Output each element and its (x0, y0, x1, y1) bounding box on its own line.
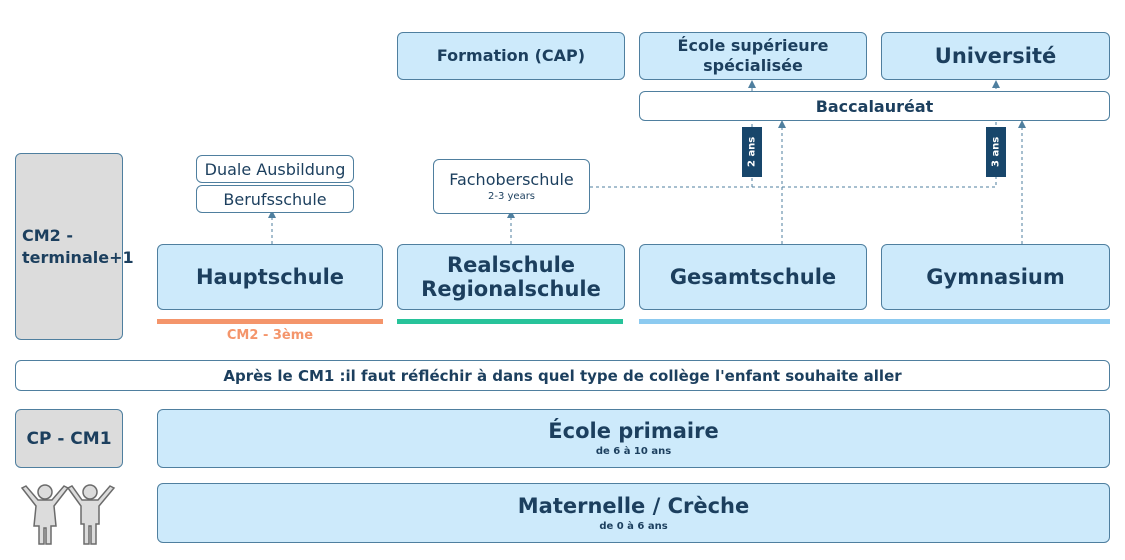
baccalaureat-label: Baccalauréat (815, 96, 934, 116)
green-bar (397, 319, 623, 324)
maternelle-sub: de 0 à 6 ans (599, 520, 668, 532)
baccalaureat-box: Baccalauréat (639, 91, 1110, 121)
hauptschule-label: Hauptschule (195, 265, 345, 289)
fachoberschule-box: Fachoberschule 2-3 years (433, 159, 590, 214)
tag-3-ans-label: 3 ans (990, 136, 1002, 168)
duale-ausbildung-label: Duale Ausbildung (204, 159, 346, 179)
cp-cm1-label: CP - CM1 (26, 428, 112, 449)
duale-ausbildung-box: Duale Ausbildung (196, 155, 354, 183)
realschule-label: Realschule Regionalschule (421, 253, 601, 301)
fachoberschule-label: Fachoberschule (449, 170, 574, 189)
maternelle-title: Maternelle / Crèche (517, 493, 750, 518)
tag-2-ans-label: 2 ans (746, 136, 758, 168)
cm2-3eme-label: CM2 - 3ème (226, 328, 314, 343)
berufsschule-box: Berufsschule (196, 185, 354, 213)
cm2-terminale-label-box: CM2 - terminale+1 (15, 153, 134, 340)
universite-box: Université (881, 32, 1110, 80)
gymnasium-label: Gymnasium (926, 265, 1065, 289)
orange-bar (157, 319, 383, 324)
ecole-primaire-sub: de 6 à 10 ans (595, 446, 672, 457)
ecole-superieure-box: École supérieure spécialisée (639, 32, 867, 80)
berufsschule-label: Berufsschule (223, 189, 327, 209)
universite-label: Université (934, 44, 1057, 68)
children-icon (18, 482, 122, 546)
cm1-banner-text: Après le CM1 :il faut réfléchir à dans q… (223, 366, 902, 385)
formation-cap-label: Formation (CAP) (436, 46, 586, 65)
maternelle-box: Maternelle / Crèche de 0 à 6 ans (157, 483, 1110, 543)
cp-cm1-label-box: CP - CM1 (15, 409, 123, 468)
gesamtschule-label: Gesamtschule (669, 265, 837, 289)
gymnasium-box: Gymnasium (881, 244, 1110, 310)
hauptschule-box: Hauptschule (157, 244, 383, 310)
tag-2-ans: 2 ans (742, 127, 762, 177)
ecole-primaire-title: École primaire (548, 419, 719, 443)
ecole-primaire-box: École primaire de 6 à 10 ans (157, 409, 1110, 468)
ecole-superieure-label: École supérieure spécialisée (677, 36, 829, 75)
cm1-banner: Après le CM1 :il faut réfléchir à dans q… (15, 360, 1110, 391)
cm2-terminale-label: CM2 - terminale+1 (22, 225, 134, 267)
realschule-box: Realschule Regionalschule (397, 244, 625, 310)
tag-3-ans: 3 ans (986, 127, 1006, 177)
gesamtschule-box: Gesamtschule (639, 244, 867, 310)
formation-cap-box: Formation (CAP) (397, 32, 625, 80)
blue-bar (639, 319, 1110, 324)
fachoberschule-years: 2-3 years (487, 191, 536, 202)
